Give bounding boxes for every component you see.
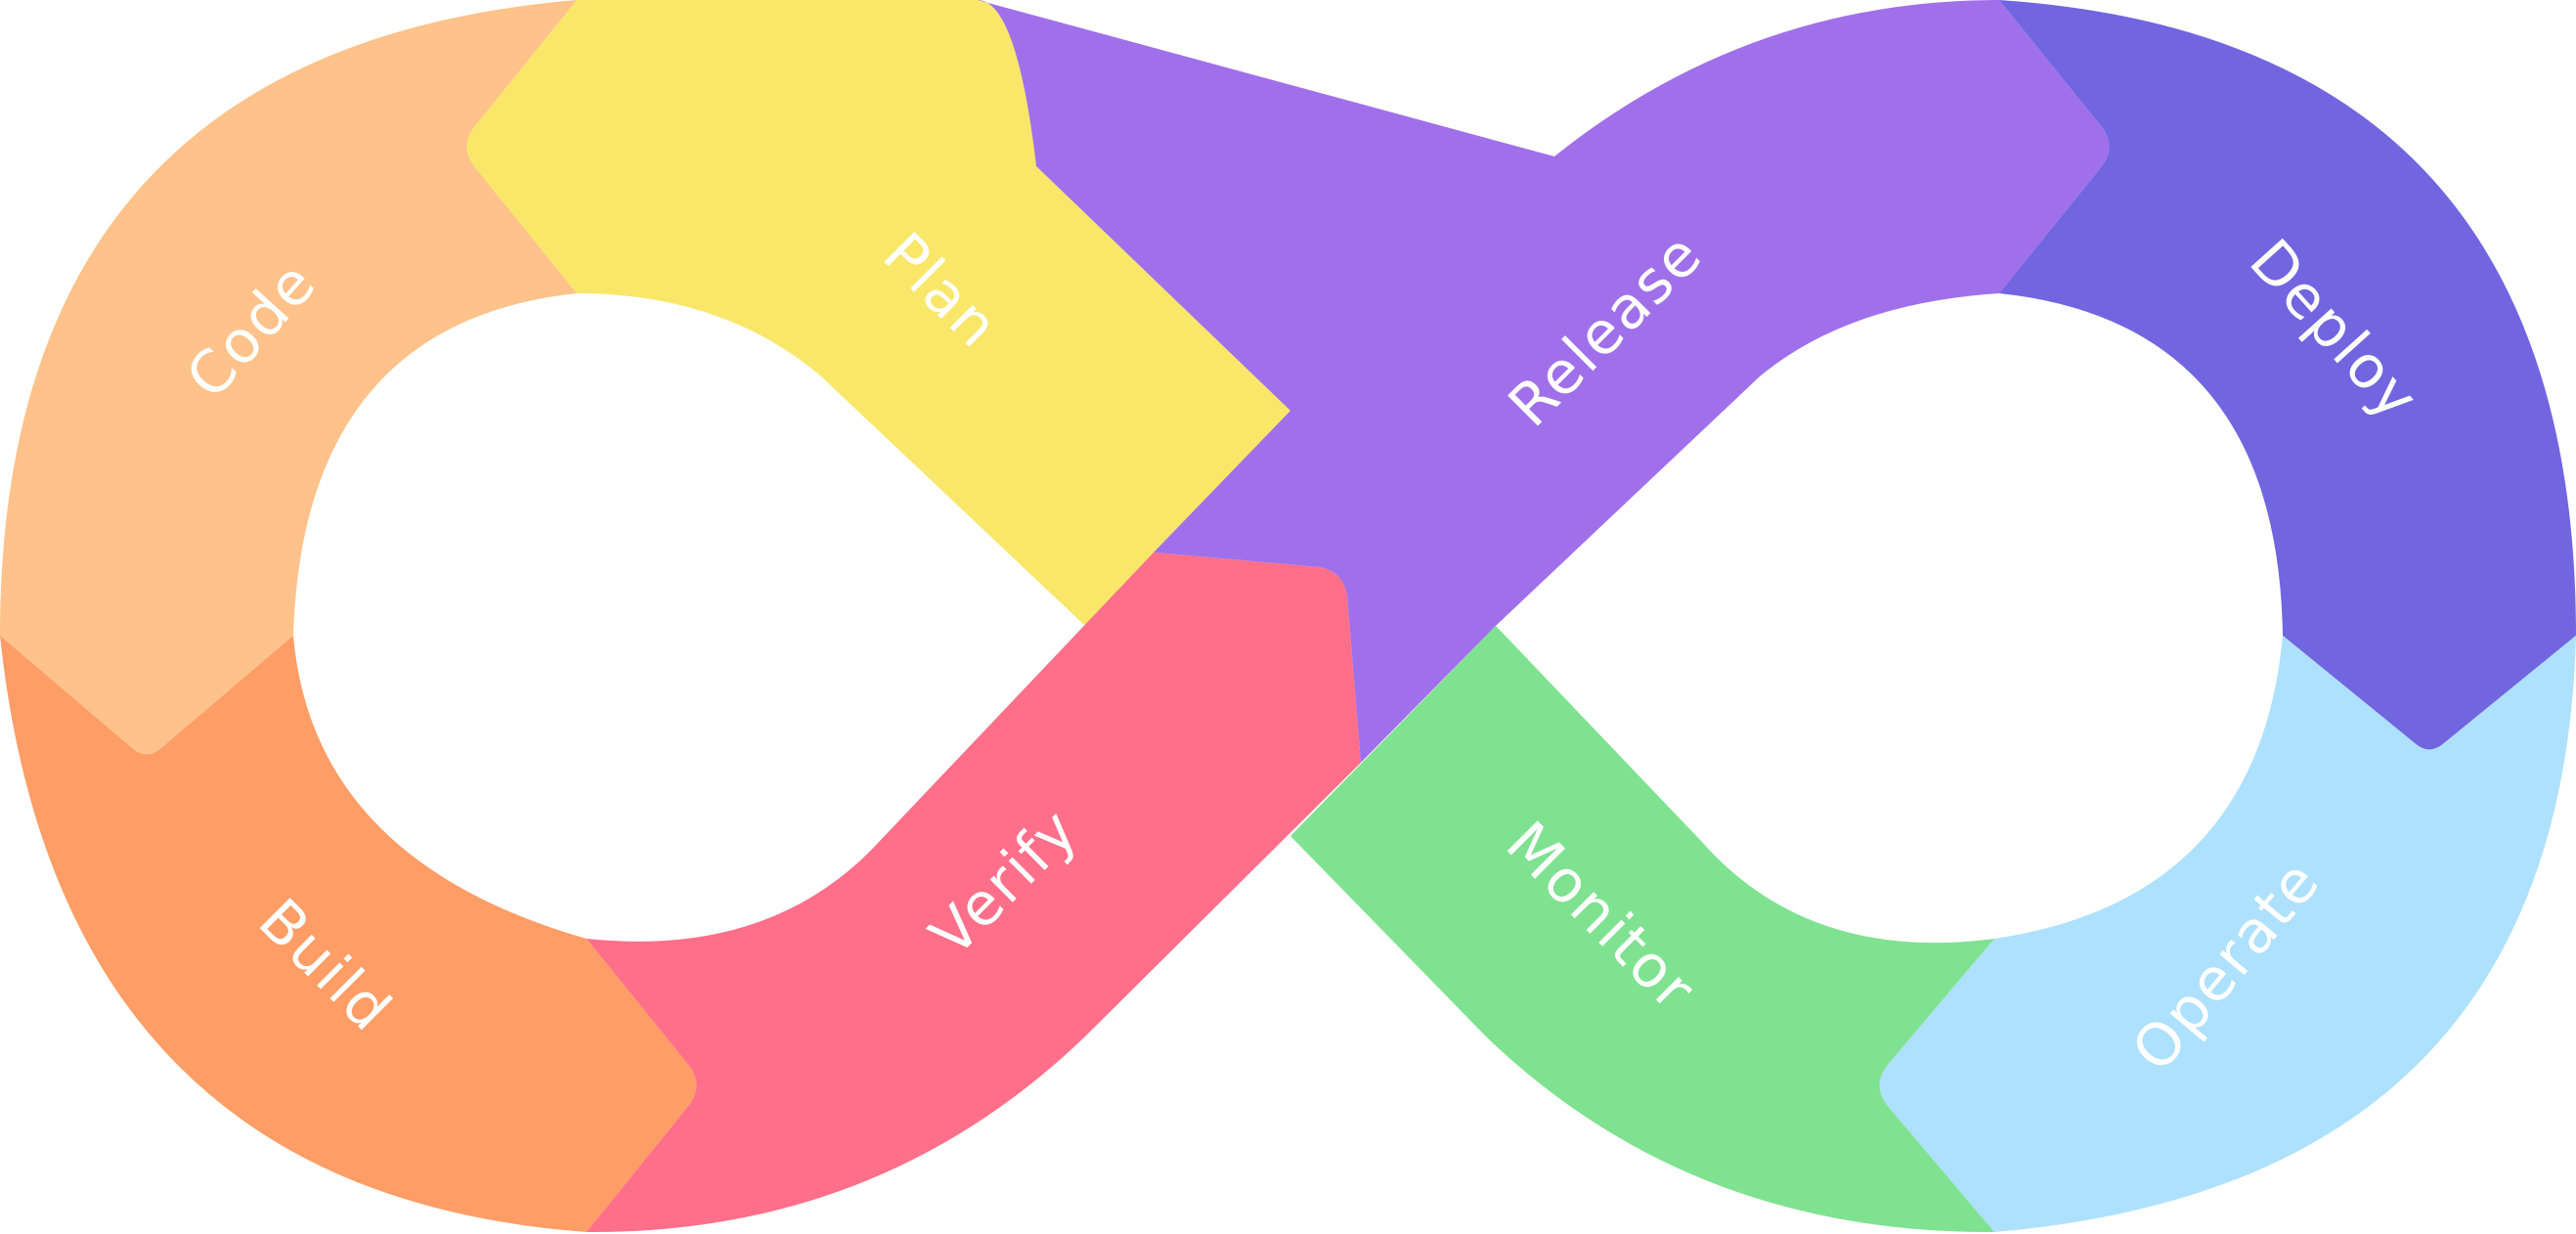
- stage-segment-code: [0, 0, 577, 755]
- stage-segment-verify: [587, 552, 1361, 1233]
- stage-segment-release: [978, 0, 2110, 763]
- stage-segment-monitor: [1290, 626, 1994, 1233]
- stage-segment-operate: [1879, 636, 2576, 1232]
- stage-segment-plan: [466, 0, 1290, 626]
- stage-segment-build: [0, 636, 697, 1232]
- stage-segment-deploy: [1999, 0, 2576, 750]
